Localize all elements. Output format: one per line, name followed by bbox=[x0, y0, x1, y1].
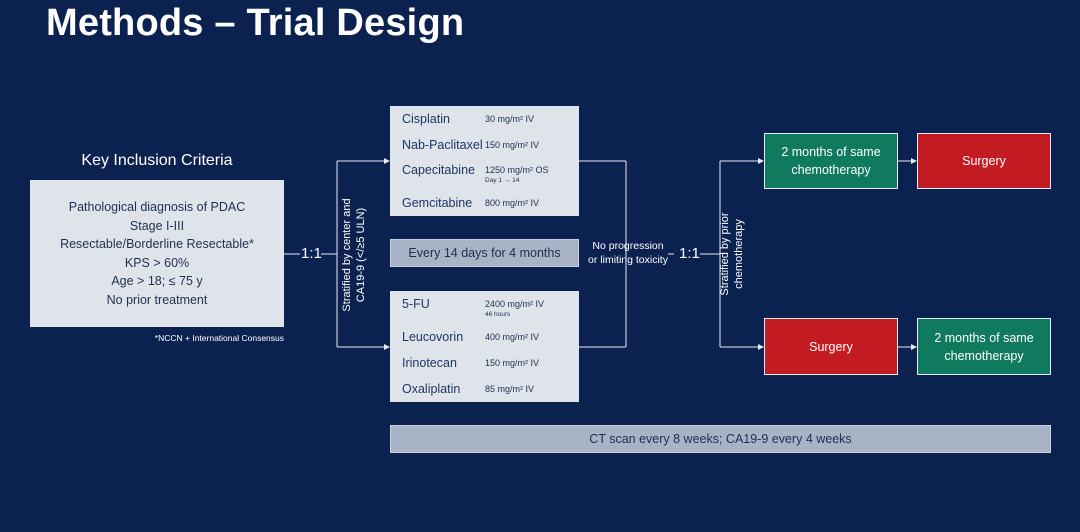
drug-row: Leucovorin 400 mg/m² IV bbox=[402, 330, 579, 344]
drug-row: Gemcitabine 800 mg/m² IV bbox=[402, 196, 579, 210]
criterion: No prior treatment bbox=[106, 292, 208, 307]
criterion: Resectable/Borderline Resectable* bbox=[60, 237, 254, 251]
drug-name: Leucovorin bbox=[402, 330, 464, 344]
drug-row: Cisplatin 30 mg/m² IV bbox=[402, 112, 579, 126]
inclusion-heading: Key Inclusion Criteria bbox=[81, 152, 233, 169]
regimen-box-arm-a: Cisplatin 30 mg/m² IV Nab-Paclitaxel 150… bbox=[390, 106, 579, 216]
drug-row: Capecitabine 1250 mg/m² OS Day 1 → 14 bbox=[402, 163, 579, 184]
drug-dose: 400 mg/m² IV bbox=[485, 332, 540, 342]
randomization-ratio-2: 1:1 bbox=[679, 245, 700, 262]
drug-name: Cisplatin bbox=[402, 111, 450, 126]
drug-dose: 2400 mg/m² IV bbox=[485, 299, 545, 309]
monitoring-band: CT scan every 8 weeks; CA19-9 every 4 we… bbox=[390, 425, 1051, 453]
drug-row: Nab-Paclitaxel 150 mg/m² IV bbox=[402, 138, 579, 152]
drug-dose: 150 mg/m² IV bbox=[485, 139, 540, 150]
criteria-footnote: *NCCN + International Consensus bbox=[154, 333, 284, 343]
criterion: Stage I-III bbox=[129, 218, 185, 233]
stratification-label-2: Stratified by prior chemotherapy bbox=[719, 212, 745, 296]
randomization-ratio-1: 1:1 bbox=[301, 245, 322, 262]
top-chemo-box: 2 months of same chemotherapy bbox=[764, 133, 898, 189]
drug-dose: 150 mg/m² IV bbox=[485, 358, 540, 368]
criterion: Pathological diagnosis of PDAC bbox=[68, 200, 246, 214]
drug-dose: 30 mg/m² IV bbox=[485, 113, 535, 124]
bottom-chemo-box: 2 months of same chemotherapy bbox=[917, 318, 1051, 375]
drug-note: Day 1 → 14 bbox=[485, 177, 520, 185]
slide-title: Methods – Trial Design bbox=[46, 2, 465, 44]
top-surgery-box: Surgery bbox=[917, 133, 1051, 189]
drug-name: Nab-Paclitaxel bbox=[402, 137, 483, 152]
criterion: KPS > 60% bbox=[124, 255, 190, 270]
bottom-surgery-box: Surgery bbox=[764, 318, 898, 375]
drug-name: 5-FU bbox=[402, 297, 430, 311]
progression-label: No progression or limiting toxicity bbox=[588, 240, 668, 266]
drug-name: Capecitabine bbox=[402, 163, 475, 178]
drug-row: Oxaliplatin 85 mg/m² IV bbox=[402, 382, 579, 396]
drug-dose: 800 mg/m² IV bbox=[485, 198, 540, 209]
stratification-label-1: Stratified by center and CA19-9 (</≥5 UL… bbox=[341, 198, 367, 312]
drug-dose: 1250 mg/m² OS bbox=[485, 165, 549, 176]
drug-name: Irinotecan bbox=[402, 356, 457, 370]
drug-note: 46 hours bbox=[485, 311, 511, 318]
drug-dose: 85 mg/m² IV bbox=[485, 384, 535, 394]
schedule-band: Every 14 days for 4 months bbox=[390, 239, 579, 267]
drug-row: 5-FU 2400 mg/m² IV 46 hours bbox=[402, 297, 579, 318]
drug-name: Gemcitabine bbox=[402, 196, 473, 211]
regimen-box-arm-b: 5-FU 2400 mg/m² IV 46 hours Leucovorin 4… bbox=[390, 291, 579, 402]
criterion: Age > 18; ≤ 75 y bbox=[111, 274, 203, 288]
drug-name: Oxaliplatin bbox=[402, 382, 461, 396]
inclusion-criteria-box: Pathological diagnosis of PDAC Stage I-I… bbox=[30, 180, 284, 327]
drug-row: Irinotecan 150 mg/m² IV bbox=[402, 356, 579, 370]
